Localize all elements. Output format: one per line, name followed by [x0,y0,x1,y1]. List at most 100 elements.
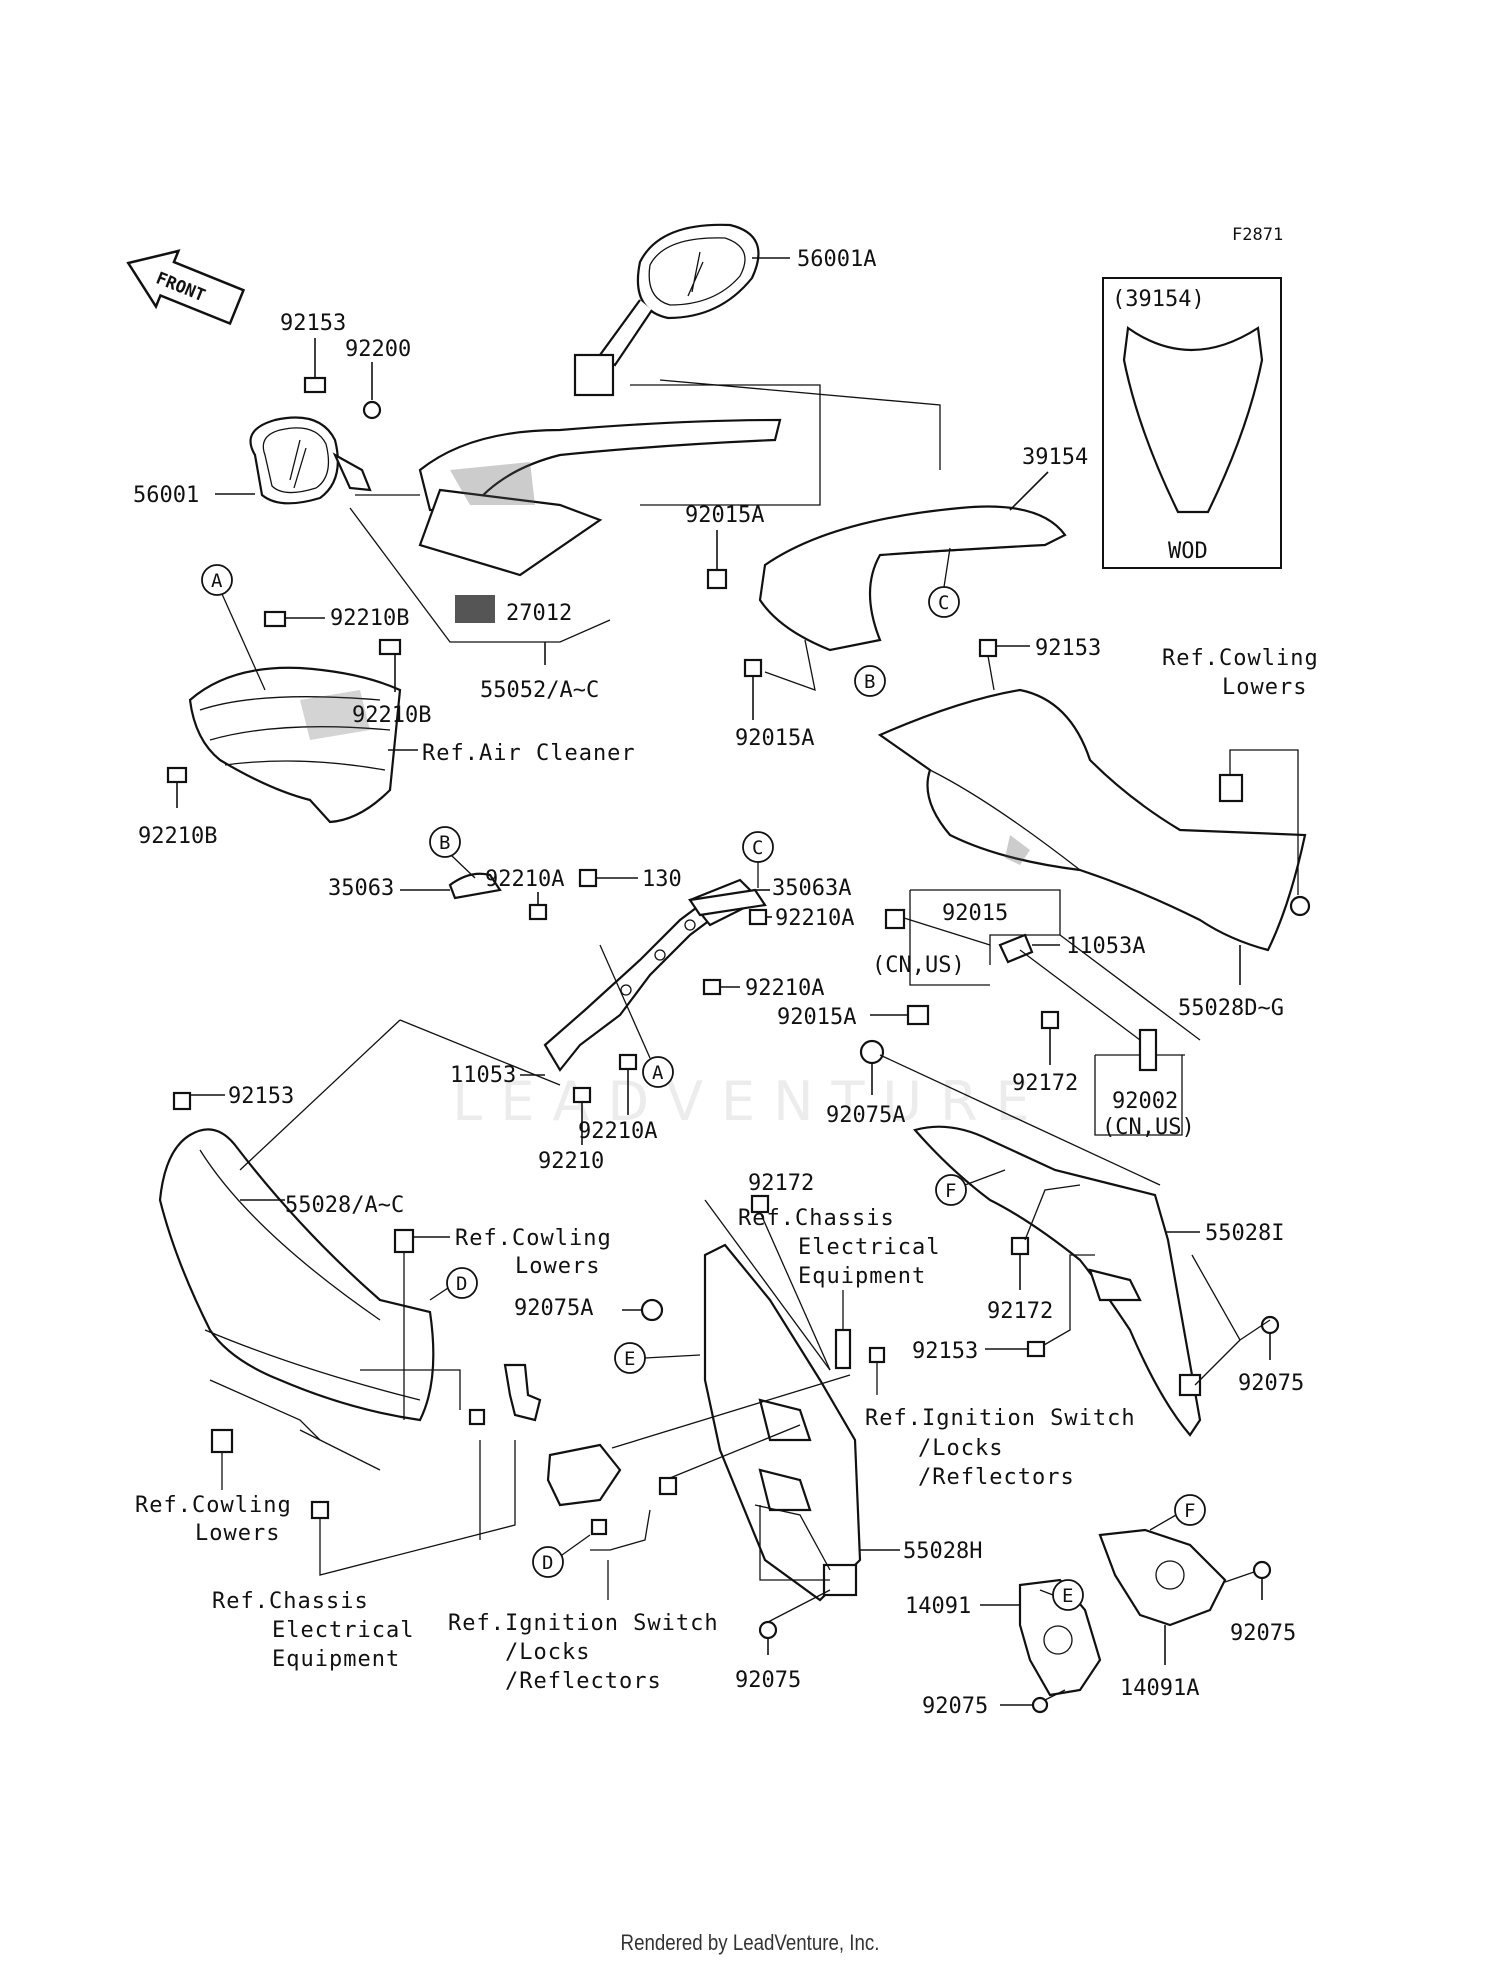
ref-cowling-lowers-1b: Lowers [1222,675,1307,700]
grommet-92015A-1 [706,568,728,590]
grommet-side-2 [468,1408,486,1426]
callout-A-upper-letter: A [211,570,223,592]
callout-B-lower [429,826,461,858]
label-92200: 92200 [345,337,411,362]
label-92075-1: 92075 [735,1668,801,1693]
nut-92210A-4 [618,1053,638,1071]
label-92075A-2: 92075A [514,1296,593,1321]
grommet-92015A-3 [906,1004,930,1026]
label-55028I: 55028I [1205,1221,1284,1246]
label-92210A-3: 92210A [745,976,824,1001]
label-92153-top: 92153 [280,311,346,336]
bolt-92153-right [1026,1340,1046,1358]
windshield-inset-outline [1122,326,1264,514]
bolt-92153-side [172,1091,192,1111]
label-92210B-top: 92210B [330,606,409,631]
label-92172-2: 92172 [748,1171,814,1196]
nut-92015 [884,908,906,930]
callout-D-lower-letter: D [542,1552,553,1574]
label-92210A-2: 92210A [775,906,854,931]
nut-92210A-2 [748,908,768,926]
nut-92210A-3 [702,978,722,996]
grommet-cowl-2 [1289,895,1311,917]
variant-cnus-a: (CN,US) [872,953,965,978]
screw-ignition-1 [868,1346,886,1364]
label-130: 130 [642,867,682,892]
label-92015A-mid: 92015A [735,726,814,751]
bracket-35063 [448,872,502,900]
clip-92210B-2 [378,638,402,656]
ref-ignition-2a: Ref.Ignition Switch [448,1611,719,1636]
collar-ignition [658,1476,678,1496]
mirror-left [249,416,372,505]
callout-D-lower [532,1546,564,1578]
label-11053A: 11053A [1066,934,1145,959]
label-56001: 56001 [133,483,199,508]
label-92075-2: 92075 [1238,1371,1304,1396]
label-39154: 39154 [1022,445,1088,470]
grommet-92015A-2 [743,658,763,678]
label-92210A-1: 92210A [485,867,564,892]
callout-C-lower-letter: C [752,837,763,859]
callout-F-lower-letter: F [1184,1500,1195,1522]
callout-A-lower [642,1056,674,1088]
callout-A-upper [201,564,233,596]
bolt-130 [578,868,598,888]
inner-panel-55052 [418,418,782,577]
ref-cowling-lowers-2b: Lowers [515,1254,600,1279]
label-92015A-top: 92015A [685,503,764,528]
label-92015A-low: 92015A [777,1005,856,1030]
label-92153-right: 92153 [912,1339,978,1364]
footer-credit: Rendered by LeadVenture, Inc. [620,1930,880,1955]
ref-chassis-1b: Electrical [798,1235,940,1260]
ref-ignition-2c: /Reflectors [505,1669,662,1694]
screw-side [310,1500,330,1520]
screw-ignition-2 [590,1518,608,1536]
label-92153-side: 92153 [228,1084,294,1109]
front-arrow-icon: FRONT [126,249,246,326]
bracket-side [503,1363,542,1422]
bracket-11053A [998,933,1034,964]
ref-cowling-lowers-2a: Ref.Cowling [455,1226,612,1251]
label-27012: 27012 [506,601,572,626]
label-55028DG: 55028D~G [1178,996,1284,1021]
grommet-92075-3 [1031,1696,1049,1714]
duct-cover-14091A [1098,1528,1227,1627]
label-35063A: 35063A [772,876,851,901]
inner-panel-55028H [703,1243,862,1602]
label-92153-cowl: 92153 [1035,636,1101,661]
label-92210: 92210 [538,1149,604,1174]
grommet-92075A-2 [640,1298,664,1322]
callout-C-upper-letter: C [938,592,949,614]
callout-B-upper [854,665,886,697]
upper-cowl-55028DG [877,688,1307,952]
label-55028AC: 55028/A~C [285,1193,404,1218]
inset-title: (39154) [1112,287,1205,312]
grommet-92075A-1 [859,1039,885,1065]
label-92002: 92002 [1112,1089,1178,1114]
bolt-92153-cowl [978,638,998,658]
grommet-cowl-1 [1218,773,1244,803]
ref-air-cleaner: Ref.Air Cleaner [422,741,636,766]
bracket-35063A [688,888,767,917]
label-92075-4: 92075 [1230,1621,1296,1646]
callout-D-upper [446,1267,478,1299]
emblem-27012 [455,595,495,623]
label-11053: 11053 [450,1063,516,1088]
figure-code: F2871 [1232,225,1283,245]
ref-cowling-lowers-3a: Ref.Cowling [135,1493,292,1518]
inset-caption: WOD [1168,539,1208,564]
callout-F-upper-letter: F [945,1180,956,1202]
label-92210A-4: 92210A [578,1119,657,1144]
mirror-right [573,223,760,397]
washer-92200 [362,400,382,420]
ref-chassis-2c: Equipment [272,1647,400,1672]
callout-B-lower-letter: B [439,832,450,854]
nut-92210A-1 [528,903,548,921]
nut-92210 [572,1086,592,1104]
inset-box [1102,277,1282,569]
clip-92210B-1 [263,610,287,628]
label-14091: 14091 [905,1594,971,1619]
callout-D-upper-letter: D [456,1273,467,1295]
